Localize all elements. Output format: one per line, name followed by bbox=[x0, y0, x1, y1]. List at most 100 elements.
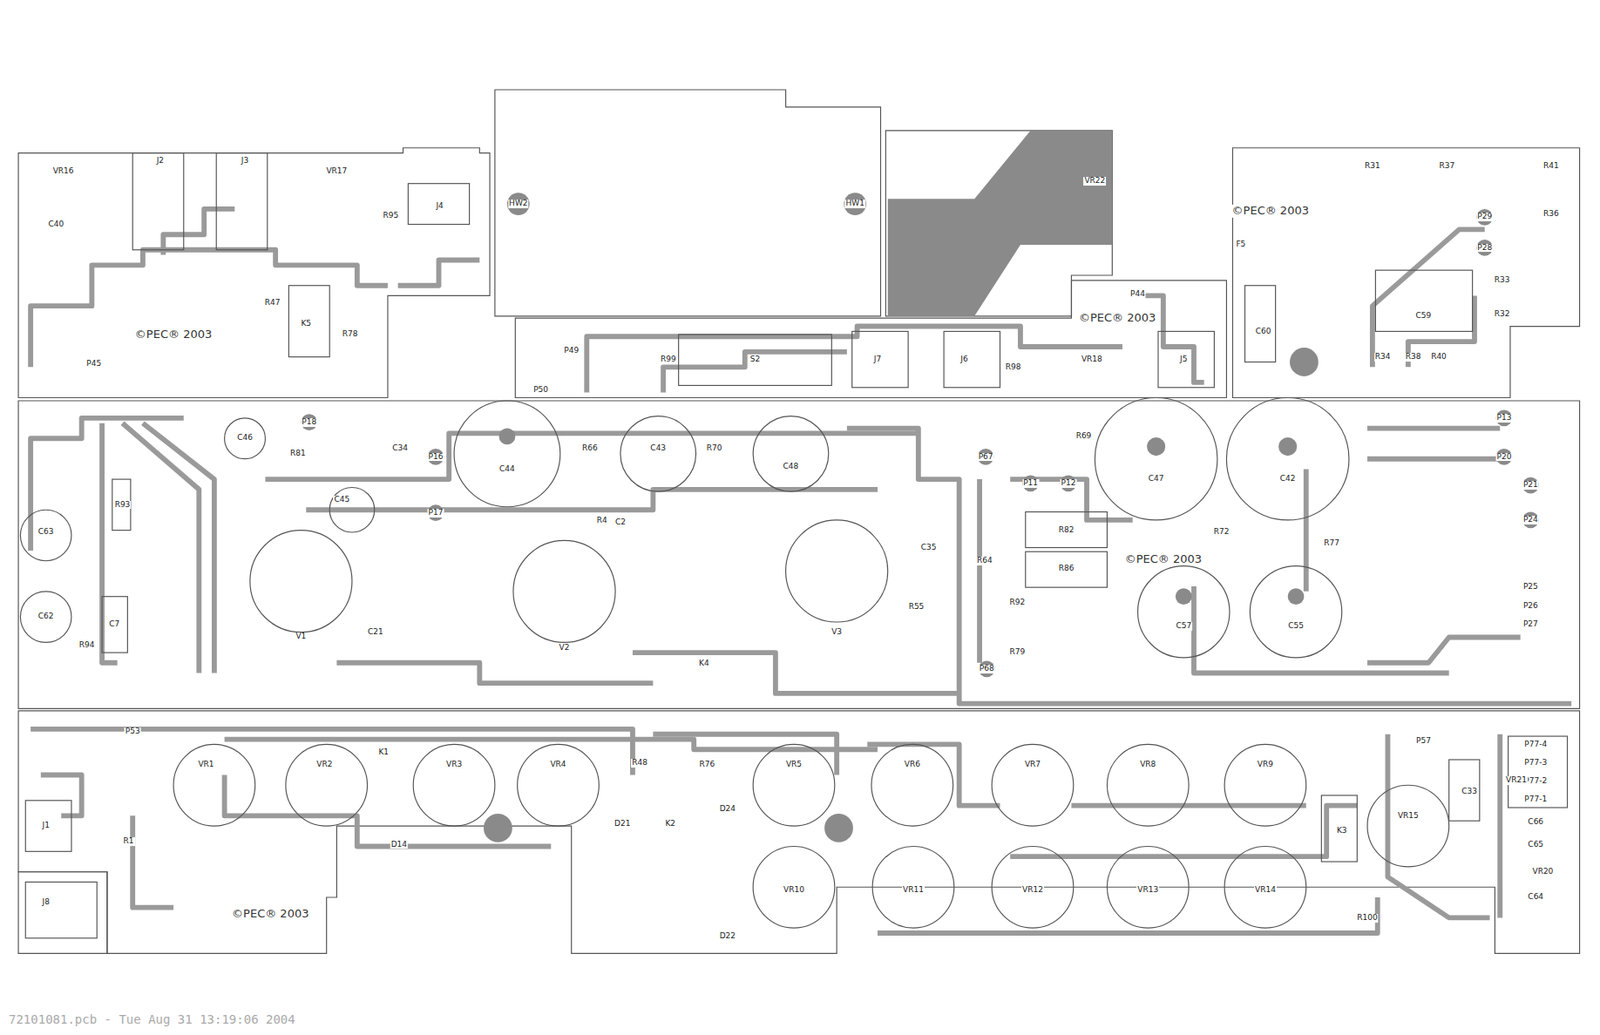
copyright-mark: ©PEC® 2003 bbox=[230, 908, 310, 921]
component-label: V1 bbox=[294, 632, 307, 642]
component-label: C40 bbox=[47, 220, 66, 230]
component-label: D14 bbox=[390, 840, 408, 850]
component-label: P77-3 bbox=[1523, 759, 1548, 768]
component-label: J7 bbox=[873, 355, 882, 365]
component-label: P17 bbox=[427, 508, 445, 518]
component-label: R70 bbox=[705, 444, 724, 454]
component-label: C45 bbox=[332, 495, 351, 505]
component-label: P53 bbox=[124, 727, 142, 737]
component-label: C34 bbox=[391, 444, 409, 454]
component-label: K5 bbox=[299, 319, 312, 329]
component-label: P26 bbox=[1522, 602, 1539, 611]
component-label: R76 bbox=[698, 760, 717, 770]
component-label: C59 bbox=[1415, 311, 1433, 321]
component-label: P11 bbox=[1022, 479, 1039, 489]
component-label: VR20 bbox=[1531, 867, 1554, 877]
component-label: VR11 bbox=[901, 886, 925, 895]
component-label: R36 bbox=[1542, 210, 1560, 219]
component-label: P20 bbox=[1495, 453, 1512, 462]
component-label: P16 bbox=[427, 453, 445, 462]
component-label: J5 bbox=[1179, 355, 1188, 365]
component-label: C60 bbox=[1254, 327, 1273, 337]
component-label: S2 bbox=[749, 355, 761, 365]
component-label: C42 bbox=[1279, 474, 1297, 484]
component-label: VR5 bbox=[785, 760, 803, 770]
component-label: VR15 bbox=[1396, 812, 1420, 821]
component-label: C7 bbox=[108, 620, 121, 630]
component-label: C62 bbox=[37, 612, 55, 622]
component-label: R40 bbox=[1430, 352, 1448, 362]
component-label: C44 bbox=[498, 465, 516, 475]
component-label: P49 bbox=[562, 346, 580, 356]
component-label: P13 bbox=[1495, 413, 1512, 423]
component-label: P44 bbox=[1129, 290, 1146, 299]
component-label: R77 bbox=[1322, 539, 1341, 549]
component-label: C57 bbox=[1174, 622, 1193, 631]
component-label: VR13 bbox=[1136, 886, 1160, 895]
component-label: VR14 bbox=[1254, 886, 1277, 895]
component-label: V2 bbox=[558, 644, 571, 653]
component-label: D21 bbox=[613, 820, 631, 829]
component-label: J2 bbox=[155, 156, 165, 166]
component-label: R1 bbox=[122, 837, 136, 847]
component-label: R93 bbox=[114, 501, 132, 510]
component-label: V3 bbox=[830, 628, 843, 638]
component-label: R41 bbox=[1542, 162, 1560, 171]
component-label: C48 bbox=[782, 462, 800, 472]
component-label: VR16 bbox=[52, 167, 75, 177]
component-label: HW2 bbox=[508, 199, 529, 209]
component-label: R100 bbox=[1355, 914, 1378, 923]
component-label: C63 bbox=[37, 528, 55, 537]
component-label: VR9 bbox=[1256, 760, 1275, 770]
component-label: VR4 bbox=[549, 760, 567, 770]
component-label: VR10 bbox=[782, 886, 806, 895]
component-label: J1 bbox=[40, 821, 50, 831]
component-label: D24 bbox=[718, 805, 737, 814]
copyright-mark: ©PEC® 2003 bbox=[1231, 204, 1310, 217]
copyright-mark: ©PEC® 2003 bbox=[134, 328, 213, 341]
component-label: J4 bbox=[434, 202, 444, 211]
copyright-mark: ©PEC® 2003 bbox=[1077, 311, 1157, 325]
component-label: P12 bbox=[1059, 479, 1077, 489]
component-label: C47 bbox=[1147, 474, 1166, 484]
component-label: VR1 bbox=[196, 760, 215, 770]
component-label: K3 bbox=[1335, 827, 1349, 836]
component-label: R55 bbox=[908, 603, 926, 612]
component-label: VR8 bbox=[1138, 760, 1157, 770]
component-label: P24 bbox=[1522, 515, 1539, 525]
component-label: R79 bbox=[1009, 648, 1027, 658]
component-label: R72 bbox=[1213, 528, 1231, 537]
component-label: R81 bbox=[289, 449, 307, 459]
component-label: R4 bbox=[596, 516, 609, 526]
component-label: C66 bbox=[1526, 818, 1545, 828]
component-label: F5 bbox=[1234, 240, 1247, 250]
component-label: VR18 bbox=[1080, 355, 1104, 365]
component-label: VR12 bbox=[1021, 886, 1045, 895]
component-label: HW1 bbox=[845, 199, 866, 209]
component-label: P68 bbox=[978, 664, 996, 674]
component-label: P77-4 bbox=[1523, 740, 1548, 750]
component-label: C33 bbox=[1460, 787, 1478, 797]
component-label: K2 bbox=[664, 820, 677, 829]
component-label: R69 bbox=[1075, 432, 1093, 441]
component-label: R66 bbox=[581, 444, 599, 454]
component-label: R38 bbox=[1404, 352, 1423, 362]
component-label: R92 bbox=[1009, 598, 1027, 608]
component-label: VR6 bbox=[903, 760, 922, 770]
component-label: C55 bbox=[1287, 622, 1305, 631]
component-label: R98 bbox=[1004, 363, 1023, 373]
component-label: R34 bbox=[1374, 352, 1392, 362]
component-label: VR7 bbox=[1023, 760, 1042, 770]
component-label: P50 bbox=[532, 386, 550, 396]
component-label: R95 bbox=[382, 211, 400, 221]
component-label: R99 bbox=[659, 355, 678, 365]
component-label: VR3 bbox=[445, 760, 463, 770]
component-label: VR21 bbox=[1505, 776, 1528, 786]
component-label: K1 bbox=[377, 748, 390, 758]
component-label: R64 bbox=[976, 556, 994, 566]
component-label: R86 bbox=[1057, 564, 1076, 574]
component-label: C64 bbox=[1526, 893, 1545, 902]
component-label: C46 bbox=[236, 434, 254, 444]
